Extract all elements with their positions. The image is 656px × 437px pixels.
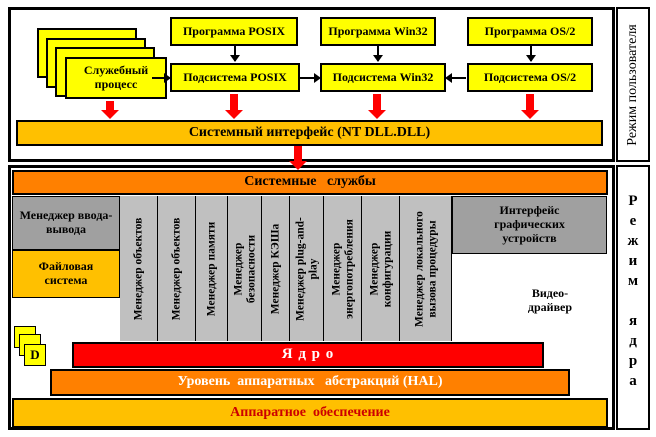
program-os2-box: Программа OS/2 bbox=[467, 17, 593, 46]
system-services-bar: Системные службы bbox=[12, 170, 608, 195]
manager-label: Менеджер plug-and-play bbox=[293, 216, 319, 321]
kernel-mode-letter: я bbox=[628, 313, 638, 329]
kernel-mode-letter: е bbox=[629, 213, 637, 229]
arrow-service-to-posix bbox=[152, 77, 169, 79]
manager-label: Менеджер объектов bbox=[132, 217, 145, 320]
red-arrow-interface-to-services bbox=[289, 146, 307, 170]
manager-column: Менеджер конфигурации bbox=[362, 196, 400, 341]
manager-column: Менеджер памяти bbox=[196, 196, 228, 341]
user-mode-label-box: Режим пользователя bbox=[616, 7, 650, 162]
subsystem-win32-box: Подсистема Win32 bbox=[320, 63, 446, 92]
manager-label: Менеджер безопасности bbox=[231, 234, 257, 303]
kernel-mode-letter: Р bbox=[628, 193, 638, 209]
arrow-prog-sub-win32 bbox=[373, 46, 383, 62]
hardware-bar: Аппаратное обеспечение bbox=[12, 398, 608, 428]
io-manager-box: Менеджер ввода-вывода bbox=[12, 196, 120, 250]
red-arrow-service bbox=[101, 101, 119, 119]
subsystem-posix-box: Подсистема POSIX bbox=[170, 63, 300, 92]
system-interface-bar: Системный интерфейс (NT DLL.DLL) bbox=[16, 120, 603, 146]
manager-column: Менеджер объектов bbox=[120, 196, 158, 341]
driver-box: D bbox=[24, 344, 46, 366]
arrow-os2-to-win32 bbox=[445, 73, 466, 83]
kernel-mode-letter: а bbox=[629, 373, 637, 389]
arrow-posix-to-win32 bbox=[300, 73, 321, 83]
manager-column: Менеджер энергопотребления bbox=[324, 196, 362, 341]
kernel-mode-letter: м bbox=[627, 273, 639, 289]
manager-label: Менеджер локального вызова процедуры bbox=[412, 210, 438, 327]
kernel-bar: Я д р о bbox=[72, 342, 544, 368]
manager-label: Менеджер конфигурации bbox=[367, 230, 393, 307]
manager-column: Менеджер безопасности bbox=[228, 196, 262, 341]
kernel-mode-label-box: Р е ж и м я д р а bbox=[616, 165, 650, 430]
kernel-mode-letter: ж bbox=[627, 233, 639, 249]
video-driver-box: Видео-драйвер bbox=[527, 286, 573, 314]
red-arrow-os2 bbox=[521, 94, 539, 119]
subsystem-os2-box: Подсистема OS/2 bbox=[467, 63, 593, 92]
program-posix-box: Программа POSIX bbox=[170, 17, 298, 46]
manager-column: Менеджер plug-and-play bbox=[290, 196, 324, 341]
manager-label: Менеджер памяти bbox=[205, 221, 218, 316]
user-mode-label: Режим пользователя bbox=[625, 23, 640, 146]
program-win32-box: Программа Win32 bbox=[320, 17, 436, 46]
hal-bar: Уровень аппаратных абстракций (HAL) bbox=[50, 369, 570, 396]
manager-label: Менеджер энергопотребления bbox=[329, 218, 355, 319]
arrow-prog-sub-posix bbox=[230, 46, 240, 62]
service-process-box: Служебный процесс bbox=[65, 57, 167, 99]
kernel-mode-letter: и bbox=[628, 253, 638, 269]
manager-column: Менеджер КЭШа bbox=[262, 196, 290, 341]
red-arrow-posix bbox=[225, 94, 243, 119]
manager-label: Менеджер КЭШа bbox=[269, 223, 282, 314]
kernel-mode-letter: д bbox=[629, 333, 637, 349]
red-arrow-win32 bbox=[368, 94, 386, 119]
graphics-interface-box: Интерфейс графических устройств bbox=[452, 196, 607, 254]
manager-column: Менеджер объектов bbox=[158, 196, 196, 341]
manager-column: Менеджер локального вызова процедуры bbox=[400, 196, 452, 341]
manager-label: Менеджер объектов bbox=[170, 217, 183, 320]
file-system-box: Файловая система bbox=[12, 250, 120, 298]
kernel-mode-letter: р bbox=[628, 353, 638, 369]
arrow-prog-sub-os2 bbox=[526, 46, 536, 62]
